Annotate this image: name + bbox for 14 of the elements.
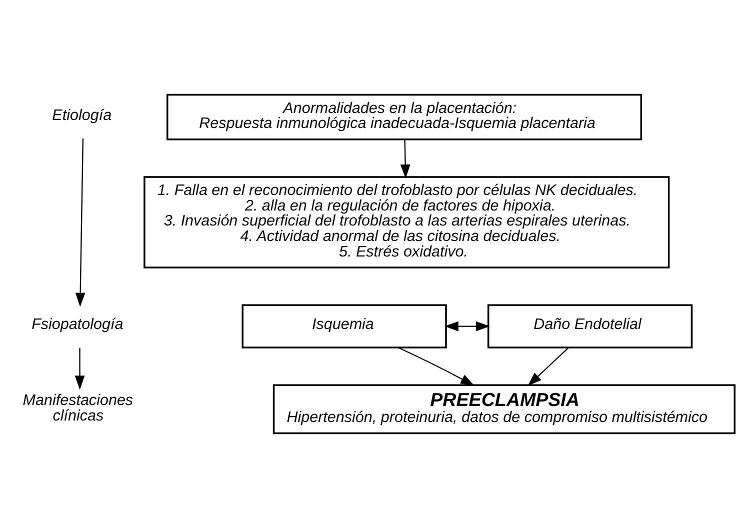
node-box: Anormalidades en la placentación: Respuesta inmunológica inadecuada-Isquemia placentaria [166,93,642,140]
arrow [75,138,86,306]
arrow [528,346,569,386]
arrow [74,347,85,390]
node-box: Isquemia [242,304,447,348]
node-text: Fsiopatología [32,316,124,333]
node-text: Manifestaciones clínicas [22,391,134,424]
node-box: 1. Falla en el reconocimiento del trofoblasto por células NK deciduales. 2. alla en la regulación de factores de hipoxia. 3. Invasión superficial del trofoblasto a las arterias espirales uterinas. 4. Actividad anormal de las citosina deciduales. 5. Estrés oxidativo. [144,176,670,268]
arrow [444,320,490,331]
node-text: Etiología [52,106,112,124]
arrow [400,139,410,178]
node-box: Daño Endotelial [487,304,693,348]
node-box: PREECLAMPSIA Hipertensión, proteinuria, datos de compromiso multisistémico [272,384,736,434]
arrow [398,346,475,386]
